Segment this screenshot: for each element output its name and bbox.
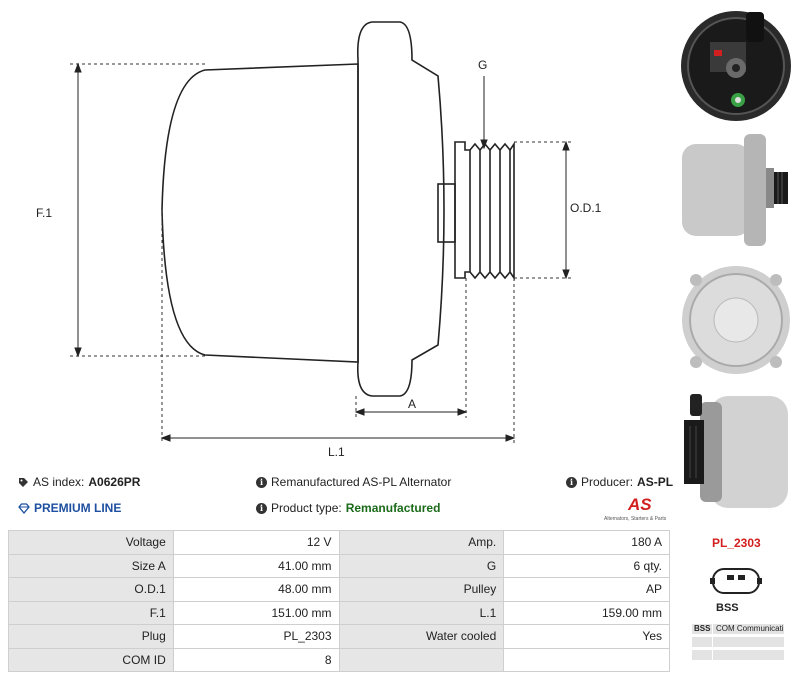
product-photo-angle-view xyxy=(684,394,788,508)
spec-value: 12 V xyxy=(172,530,340,555)
spec-label: L.1 xyxy=(338,600,505,625)
as-index-row: AS index: A0626PR xyxy=(18,475,140,489)
dimension-label-a: A xyxy=(408,397,416,411)
spec-value: 6 qty. xyxy=(503,553,670,578)
spec-label: Plug xyxy=(8,624,174,649)
product-type-value: Remanufactured xyxy=(345,501,441,515)
as-pl-logo: AS Alternators, Starters & Parts xyxy=(604,495,667,522)
spec-value: AP xyxy=(503,577,670,602)
svg-text:Alternators, Starters & Parts: Alternators, Starters & Parts xyxy=(604,516,667,522)
plug-connector-icon xyxy=(710,568,762,594)
spec-value: 48.00 mm xyxy=(172,577,340,602)
spec-value: 159.00 mm xyxy=(503,600,670,625)
info-icon: i xyxy=(256,502,267,514)
svg-text:AS: AS xyxy=(627,495,652,514)
info-icon: i xyxy=(256,476,267,488)
spec-label: Size A xyxy=(8,553,174,578)
plug-name: BSS xyxy=(716,602,739,614)
spec-value: PL_2303 xyxy=(172,624,340,649)
dimension-label-f1: F.1 xyxy=(36,206,52,220)
premium-line-label: PREMIUM LINE xyxy=(34,501,122,515)
producer-row: i Producer: AS-PL xyxy=(566,475,673,489)
alternator-body-outline xyxy=(161,63,359,363)
description-row: i Remanufactured AS-PL Alternator xyxy=(256,475,451,489)
spec-label: O.D.1 xyxy=(8,577,174,602)
spec-label: Water cooled xyxy=(338,624,505,649)
tag-icon xyxy=(19,477,28,487)
spec-label: COM ID xyxy=(8,647,174,672)
spec-label: F.1 xyxy=(8,600,174,625)
spec-label: Voltage xyxy=(8,530,174,555)
spec-value: 180 A xyxy=(503,530,670,555)
plug-code: PL_2303 xyxy=(712,536,761,550)
product-type-label: Product type: xyxy=(271,501,342,515)
plug-pin-row xyxy=(692,650,784,660)
dimension-label-od1: O.D.1 xyxy=(570,201,602,215)
producer-value: AS-PL xyxy=(637,475,674,489)
technical-drawing: G O.D.1 F.1 A L.1 xyxy=(36,21,602,459)
info-icon: i xyxy=(566,476,577,488)
spec-label: Pulley xyxy=(338,577,505,602)
dimension-label-g: G xyxy=(478,58,487,72)
dimension-label-l1: L.1 xyxy=(328,445,345,459)
spec-label: Amp. xyxy=(338,530,505,555)
hub-outline xyxy=(437,183,456,243)
pulley-outline xyxy=(454,141,515,281)
product-photo-front-view xyxy=(682,266,790,374)
spec-value: 41.00 mm xyxy=(172,553,340,578)
spec-value xyxy=(503,647,670,672)
spec-value: Yes xyxy=(503,624,670,649)
spec-value: 151.00 mm xyxy=(172,600,340,625)
as-index-label: AS index: xyxy=(33,475,85,489)
diamond-icon xyxy=(18,502,30,514)
plug-pin-row xyxy=(692,637,784,647)
front-flange-outline xyxy=(356,21,445,397)
as-index-value: A0626PR xyxy=(88,475,141,489)
producer-label: Producer: xyxy=(581,475,634,489)
spec-value: 8 xyxy=(172,647,340,672)
product-photo-side-view xyxy=(682,134,788,246)
description-text: Remanufactured AS-PL Alternator xyxy=(271,475,452,489)
product-type-row: i Product type: Remanufactured xyxy=(256,501,440,515)
spec-label xyxy=(338,647,505,672)
spec-label: G xyxy=(338,553,505,578)
product-photo-rear-view xyxy=(681,11,791,121)
premium-line-row: PREMIUM LINE xyxy=(18,501,121,515)
